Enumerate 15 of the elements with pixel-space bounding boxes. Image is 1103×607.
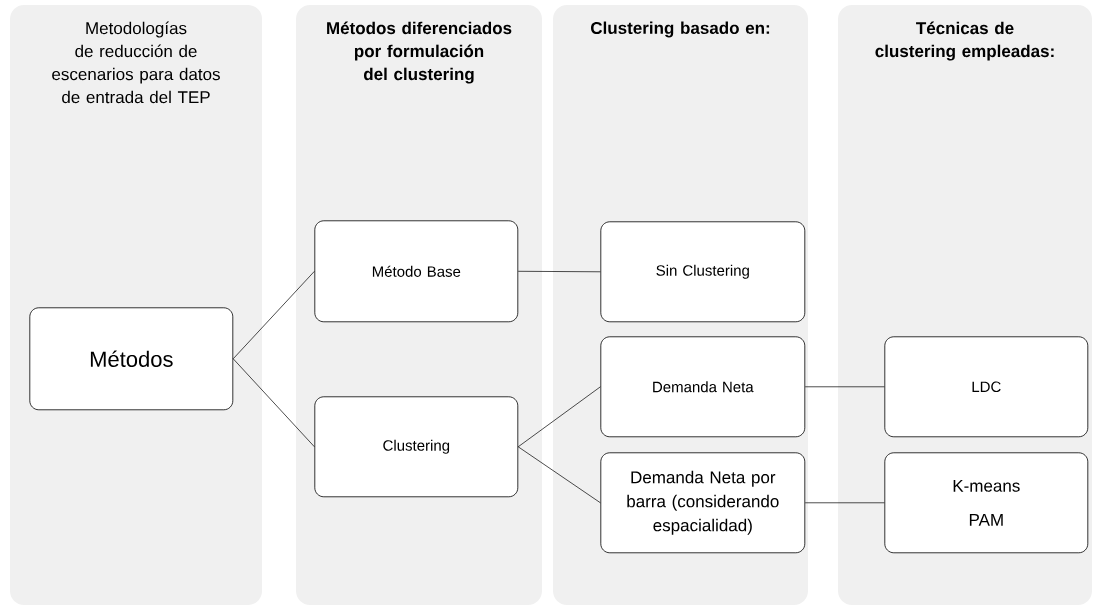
- process-box: LDC: [884, 336, 1089, 438]
- connector-line: [517, 386, 601, 448]
- process-box: Sin Clustering: [600, 221, 806, 323]
- process-box: Clustering: [314, 396, 519, 498]
- connector-line: [804, 502, 885, 504]
- connector-line: [517, 446, 601, 504]
- connector-line: [517, 270, 601, 273]
- process-box: K-means PAM: [884, 452, 1089, 554]
- process-box: Demanda Neta por barra (considerando espacialidad): [600, 452, 806, 554]
- connector-line: [232, 270, 315, 360]
- process-box: Métodos: [29, 307, 234, 411]
- process-box: Método Base: [314, 220, 519, 323]
- process-box: Demanda Neta: [600, 336, 806, 438]
- connector-line: [804, 386, 885, 388]
- connector-line: [232, 358, 315, 448]
